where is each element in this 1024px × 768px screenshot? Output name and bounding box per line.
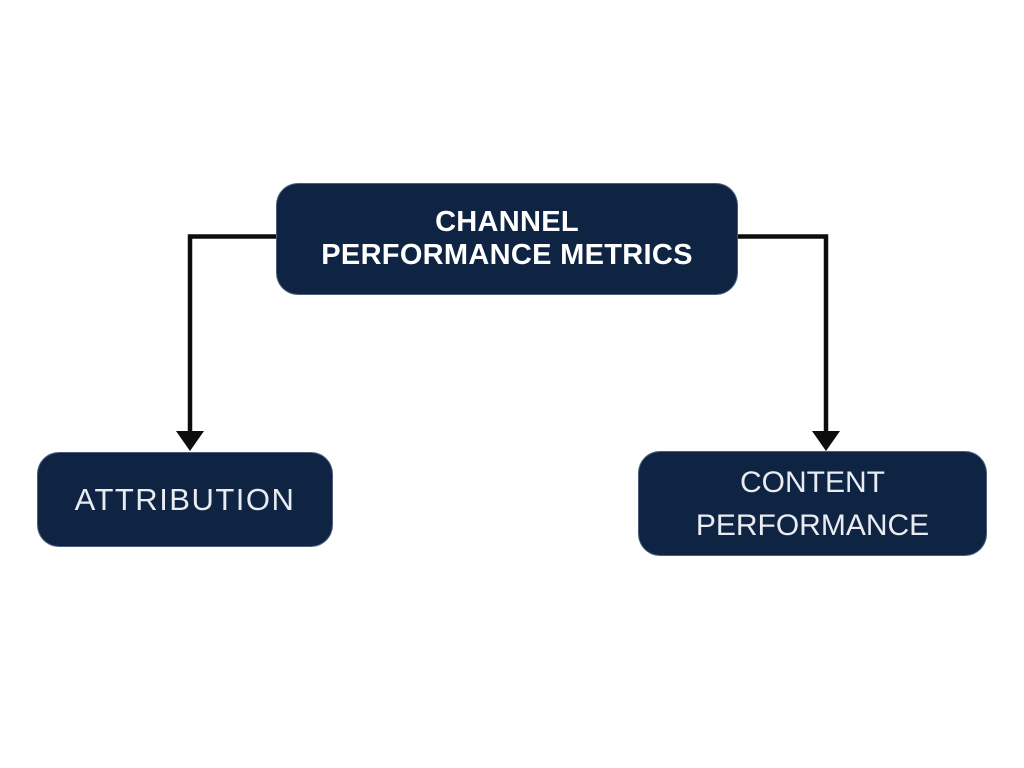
root-label-line-2: PERFORMANCE METRICS	[321, 239, 693, 271]
node-content-performance-label: CONTENT PERFORMANCE	[696, 461, 929, 547]
content-performance-label-line-2: PERFORMANCE	[695, 508, 930, 542]
arrowhead-content-performance-icon	[812, 431, 840, 451]
root-label-line-1: CHANNEL	[435, 206, 579, 238]
node-attribution: ATTRIBUTION	[37, 452, 333, 547]
node-channel-performance-metrics-label: CHANNEL PERFORMANCE METRICS	[321, 206, 692, 272]
connector-root-to-content-performance	[738, 234, 829, 433]
node-channel-performance-metrics: CHANNEL PERFORMANCE METRICS	[276, 183, 738, 295]
node-attribution-label: ATTRIBUTION	[74, 481, 296, 517]
node-content-performance: CONTENT PERFORMANCE	[638, 451, 987, 556]
connector-root-to-attribution	[187, 234, 276, 433]
content-performance-label-line-1: CONTENT	[739, 465, 885, 499]
arrowhead-attribution-icon	[176, 431, 204, 451]
